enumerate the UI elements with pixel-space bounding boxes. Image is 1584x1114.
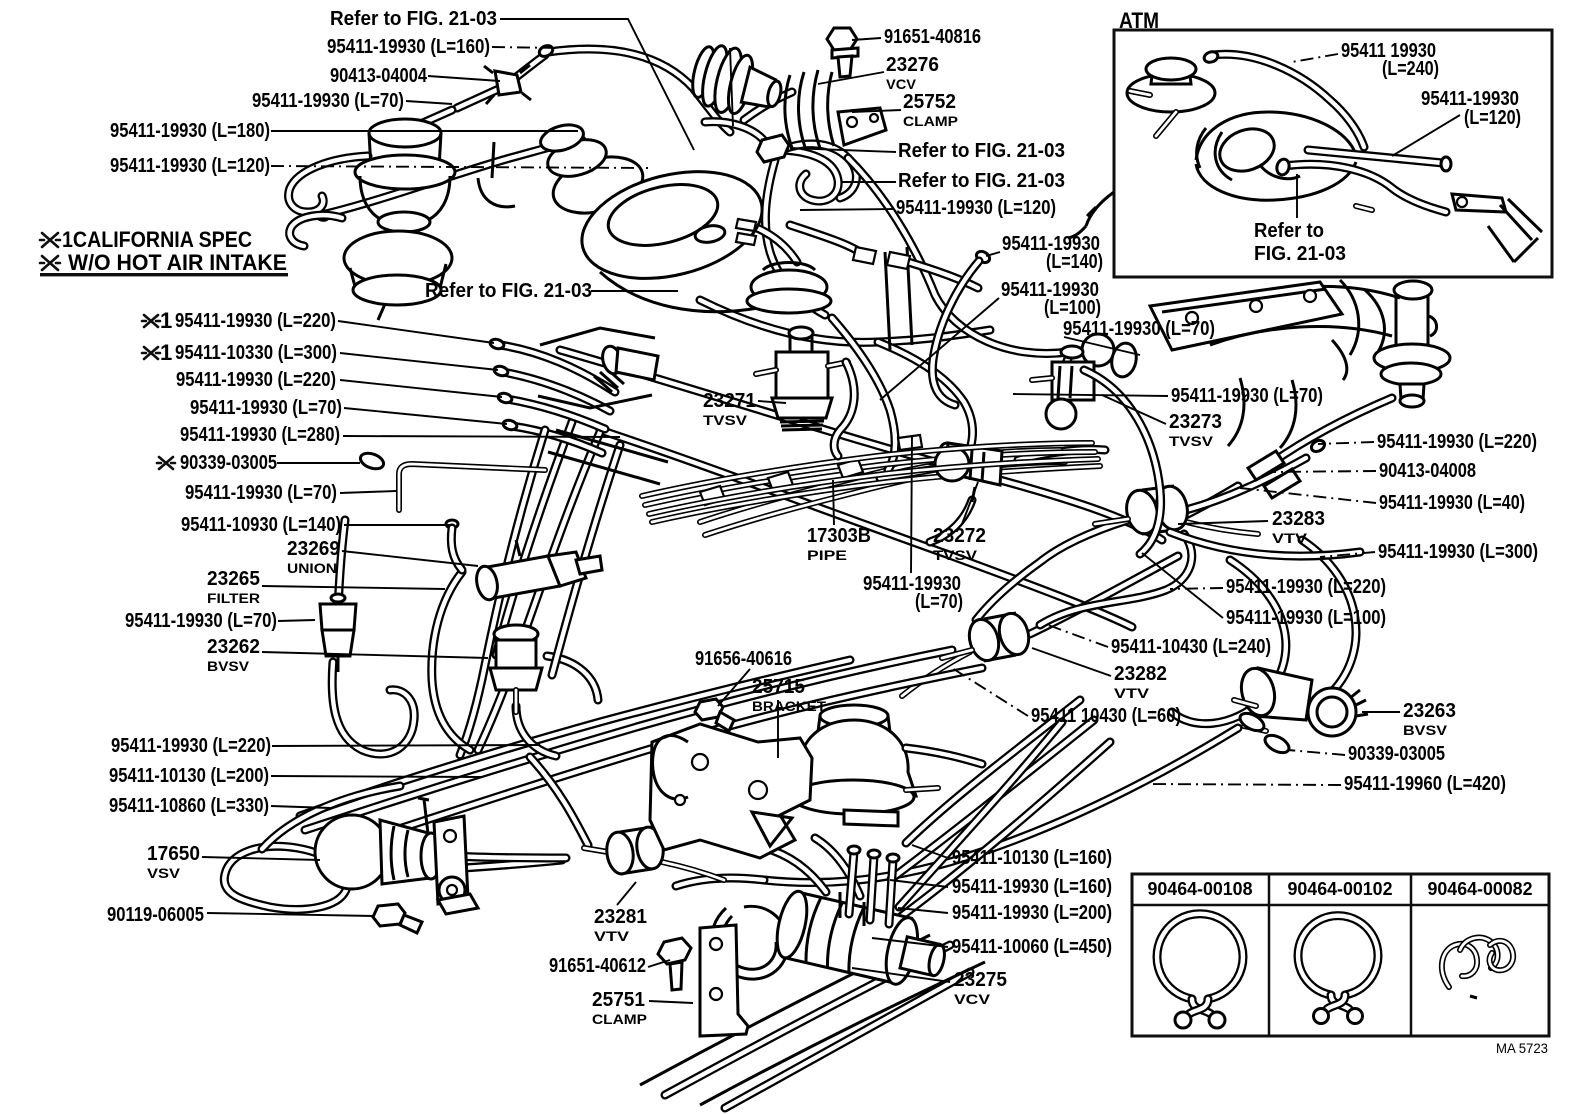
svg-text:BVSV: BVSV [1403,723,1447,738]
svg-text:UNION: UNION [287,561,337,576]
svg-text:95411-19930 (L=220): 95411-19930 (L=220) [111,735,271,757]
svg-text:95411-19930 (L=70): 95411-19930 (L=70) [185,482,337,504]
svg-text:17650: 17650 [147,843,200,865]
svg-text:TVSV: TVSV [933,548,977,563]
svg-text:23263: 23263 [1403,700,1456,722]
svg-text:95411-19930 (L=200): 95411-19930 (L=200) [952,902,1112,924]
svg-text:FIG. 21-03: FIG. 21-03 [1254,243,1346,265]
svg-text:25752: 25752 [903,91,956,113]
svg-text:90413-04004: 90413-04004 [330,65,428,87]
svg-text:Refer to FIG. 21-03: Refer to FIG. 21-03 [898,140,1065,162]
svg-text:TVSV: TVSV [703,413,747,428]
svg-text:23271: 23271 [703,390,756,412]
svg-text:95411-19930: 95411-19930 [1001,279,1099,301]
svg-text:95411-19930 (L=280): 95411-19930 (L=280) [180,424,340,446]
svg-text:CLAMP: CLAMP [903,114,958,129]
svg-text:90119-06005: 90119-06005 [107,904,204,926]
svg-text:91651-40816: 91651-40816 [884,26,981,48]
svg-text:90464-00102: 90464-00102 [1288,879,1393,899]
svg-text:25715: 25715 [752,676,805,698]
svg-text:95411-19930 (L=70): 95411-19930 (L=70) [252,90,404,112]
svg-text:ATM: ATM [1119,8,1159,33]
svg-text:23273: 23273 [1169,411,1222,433]
svg-text:(L=240): (L=240) [1382,58,1439,80]
svg-text:95411-19960 (L=420): 95411-19960 (L=420) [1344,773,1506,795]
svg-text:1: 1 [160,340,172,365]
svg-text:VCV: VCV [954,992,990,1007]
svg-text:95411-19930 (L=220): 95411-19930 (L=220) [176,369,336,391]
svg-text:90464-00082: 90464-00082 [1428,879,1533,899]
svg-text:95411-19930 (L=220): 95411-19930 (L=220) [175,310,336,332]
svg-text:23276: 23276 [886,54,939,76]
svg-text:95411 10430 (L=60): 95411 10430 (L=60) [1031,705,1181,727]
svg-text:95411-10130 (L=200): 95411-10130 (L=200) [109,765,269,787]
svg-text:95411-10860 (L=330): 95411-10860 (L=330) [109,795,269,817]
svg-text:95411-10060 (L=450): 95411-10060 (L=450) [952,936,1112,958]
svg-text:Refer to FIG. 21-03: Refer to FIG. 21-03 [898,170,1065,192]
svg-text:(L=100): (L=100) [1044,297,1101,319]
svg-text:1: 1 [160,308,172,333]
svg-text:Refer to FIG. 21-03: Refer to FIG. 21-03 [425,280,592,302]
svg-text:91651-40612: 91651-40612 [549,955,646,977]
svg-text:1CALIFORNIA SPEC: 1CALIFORNIA SPEC [62,227,252,252]
svg-text:23281: 23281 [594,906,647,928]
svg-text:95411-19930 (L=70): 95411-19930 (L=70) [125,610,277,632]
svg-text:VTV: VTV [1272,531,1307,546]
svg-text:VTV: VTV [594,929,629,944]
svg-text:90464-00108: 90464-00108 [1148,879,1253,899]
svg-text:TVSV: TVSV [1169,434,1213,449]
svg-text:95411-19930 (L=160): 95411-19930 (L=160) [327,36,490,58]
svg-text:MA 5723: MA 5723 [1496,1040,1548,1056]
svg-text:CLAMP: CLAMP [592,1012,647,1027]
svg-text:90413-04008: 90413-04008 [1379,460,1476,482]
svg-text:BRACKET: BRACKET [752,699,827,714]
svg-text:95411-19930: 95411-19930 [863,573,961,595]
svg-text:23269: 23269 [287,538,340,560]
svg-text:VTV: VTV [1114,686,1149,701]
svg-text:Refer to FIG. 21-03: Refer to FIG. 21-03 [330,8,497,30]
svg-text:23272: 23272 [933,525,986,547]
svg-text:95411-10430 (L=240): 95411-10430 (L=240) [1111,636,1271,658]
svg-text:23262: 23262 [207,636,260,658]
svg-text:95411-19930 (L=40): 95411-19930 (L=40) [1379,492,1525,514]
svg-text:90339-03005: 90339-03005 [1348,743,1445,765]
svg-text:23282: 23282 [1114,663,1167,685]
svg-text:95411-19930 (L=70): 95411-19930 (L=70) [1063,318,1215,340]
svg-text:95411-19930 (L=300): 95411-19930 (L=300) [1378,541,1538,563]
svg-text:95411-19930 (L=220): 95411-19930 (L=220) [1377,431,1537,453]
svg-text:95411 19930: 95411 19930 [1341,40,1436,62]
svg-text:23283: 23283 [1272,508,1325,530]
svg-text:Refer to: Refer to [1254,220,1324,242]
svg-text:VSV: VSV [147,866,180,881]
svg-text:25751: 25751 [592,989,645,1011]
svg-text:(L=70): (L=70) [915,591,963,613]
svg-text:95411-19930 (L=70): 95411-19930 (L=70) [190,397,342,419]
svg-text:VCV: VCV [886,77,916,92]
svg-text:95411-19930 (L=100): 95411-19930 (L=100) [1226,607,1386,629]
svg-text:95411-10330 (L=300): 95411-10330 (L=300) [175,342,337,364]
svg-text:17303B: 17303B [807,525,871,547]
svg-text:BVSV: BVSV [207,659,249,674]
svg-text:95411-19930 (L=120): 95411-19930 (L=120) [110,155,270,177]
svg-text:95411-19930 (L=70): 95411-19930 (L=70) [1171,385,1323,407]
svg-text:95411-10930 (L=140): 95411-10930 (L=140) [181,514,341,536]
svg-text:W/O HOT AIR INTAKE: W/O HOT AIR INTAKE [68,250,287,275]
svg-text:PIPE: PIPE [807,548,847,563]
svg-text:90339-03005: 90339-03005 [180,452,277,474]
svg-text:(L=120): (L=120) [1464,107,1521,129]
svg-text:(L=140): (L=140) [1046,251,1103,273]
svg-text:95411-10130 (L=160): 95411-10130 (L=160) [952,847,1112,869]
svg-text:95411-19930 (L=180): 95411-19930 (L=180) [110,120,270,142]
svg-text:95411-19930: 95411-19930 [1421,88,1519,110]
svg-text:95411-19930 (L=120): 95411-19930 (L=120) [896,197,1056,219]
svg-text:95411-19930 (L=220): 95411-19930 (L=220) [1226,576,1386,598]
svg-text:95411-19930: 95411-19930 [1002,233,1100,255]
svg-text:91656-40616: 91656-40616 [695,648,792,670]
svg-text:23275: 23275 [954,969,1007,991]
svg-text:FILTER: FILTER [207,591,260,606]
svg-text:23265: 23265 [207,568,260,590]
svg-text:95411-19930 (L=160): 95411-19930 (L=160) [952,876,1112,898]
